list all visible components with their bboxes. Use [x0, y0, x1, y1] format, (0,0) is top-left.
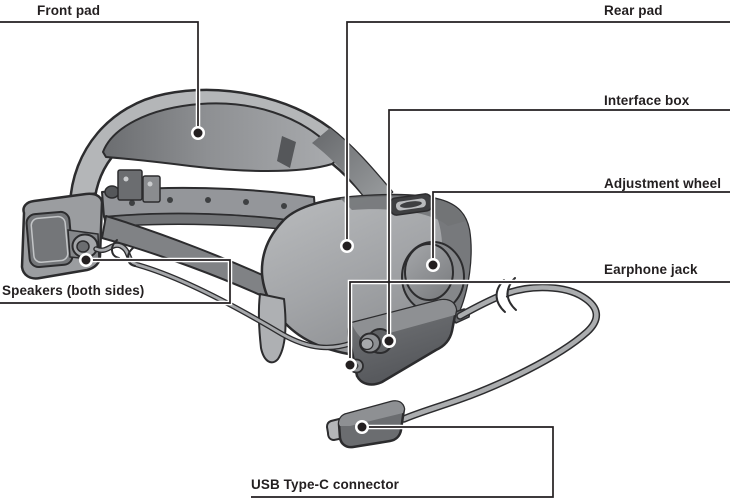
label-speakers: Speakers (both sides)	[2, 283, 145, 298]
label-interface-box: Interface box	[604, 93, 690, 108]
rear-pad-callout-dot	[342, 241, 352, 251]
callout-lines	[0, 19, 730, 500]
label-rear-pad: Rear pad	[604, 3, 663, 18]
rear-pad-callout-line	[346, 21, 730, 246]
top-slot-shape	[388, 193, 433, 216]
label-usb-connector: USB Type-C connector	[251, 477, 400, 492]
label-adjustment-wheel: Adjustment wheel	[604, 176, 722, 191]
earphone-jack-callout-dot	[345, 360, 355, 370]
usb-connector-callout-dot	[357, 422, 367, 432]
adjustment-wheel-callout-line	[432, 191, 730, 265]
label-earphone-jack: Earphone jack	[604, 262, 698, 277]
adjustment-wheel-callout-dot	[428, 260, 438, 270]
headband-shape	[68, 88, 394, 208]
front-pad-callout-dot	[193, 128, 203, 138]
usb-connector-shape	[325, 400, 406, 449]
interface-box-callout-line	[388, 109, 730, 341]
hinge-bracket-shape	[104, 169, 161, 203]
usb-connector-callout-line	[251, 426, 554, 498]
front-pad-callout-line	[0, 21, 199, 133]
visor-unit-shape	[20, 192, 104, 280]
audio-cable-shape	[93, 239, 355, 351]
speakers-callout-line	[0, 259, 231, 304]
interface-box-callout-dot	[384, 336, 394, 346]
speakers-callout-dot	[81, 255, 91, 265]
earphone-jack-callout-line	[349, 281, 730, 365]
callout-dots	[79, 126, 440, 434]
label-front-pad: Front pad	[37, 3, 101, 18]
